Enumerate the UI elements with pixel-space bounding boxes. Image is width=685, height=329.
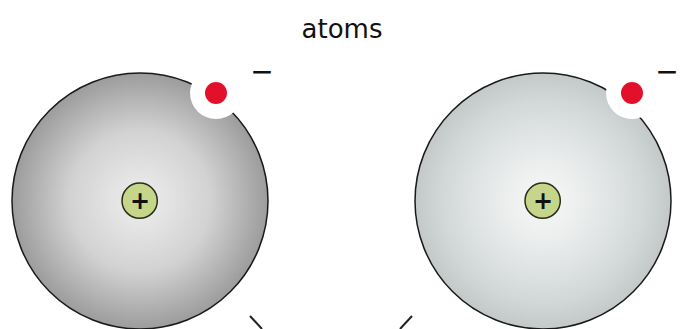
nucleus-circle xyxy=(525,183,560,218)
nucleus: + xyxy=(121,182,158,219)
charge-label: − xyxy=(655,58,678,86)
diagram-title: atoms xyxy=(302,16,383,42)
electron-halo xyxy=(606,67,658,119)
nucleus-circle xyxy=(122,183,157,218)
nucleus: + xyxy=(524,182,561,219)
electron xyxy=(205,82,227,104)
charge-sign: + xyxy=(533,189,553,213)
electron xyxy=(621,82,643,104)
arrow-fragment xyxy=(250,316,262,329)
electron-halo xyxy=(190,67,242,119)
charge-label: − xyxy=(250,58,273,86)
arrow-fragment xyxy=(400,316,412,329)
charge-sign: + xyxy=(130,189,150,213)
